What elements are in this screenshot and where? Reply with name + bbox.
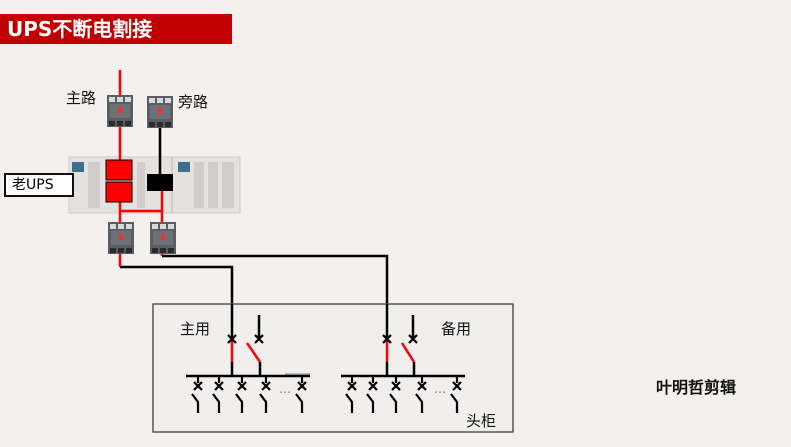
ups-cabinet [68, 156, 241, 214]
main-path-label: 主路 [66, 89, 97, 107]
switch-group-left [186, 304, 310, 378]
head-cabinet-label: 头柜 [466, 412, 497, 430]
bypass-input-breaker[interactable] [147, 96, 173, 128]
main-input-breaker[interactable] [107, 95, 133, 127]
bypass-path-label: 旁路 [178, 93, 209, 111]
feeder-switch [235, 376, 247, 413]
feeder-switch [345, 376, 357, 413]
feeder-switch [415, 376, 427, 413]
feeder-switch [366, 376, 378, 413]
switch-group-right [341, 304, 465, 378]
feeder-switch [295, 376, 307, 413]
credit-text: 叶明哲剪辑 [656, 378, 737, 397]
bypass-module [147, 174, 173, 191]
feeder-switch [450, 376, 462, 413]
output-breaker-1[interactable] [108, 222, 134, 254]
standby-use-label: 备用 [441, 320, 472, 338]
output-breaker-2[interactable] [150, 222, 176, 254]
head-cabinet-box [152, 303, 514, 433]
main-use-label: 主用 [180, 320, 211, 338]
ellipsis-left: … [279, 382, 291, 396]
feeder-switch [389, 376, 401, 413]
feeder-switch [259, 376, 271, 413]
page-title: UPS不断电割接 [0, 14, 232, 44]
ellipsis-right: … [434, 382, 446, 396]
old-ups-label: 老UPS [4, 173, 74, 197]
feeder-switch [212, 376, 224, 413]
main-ups-module [105, 159, 133, 203]
feeder-branches [191, 376, 462, 413]
feeder-switch [191, 376, 203, 413]
